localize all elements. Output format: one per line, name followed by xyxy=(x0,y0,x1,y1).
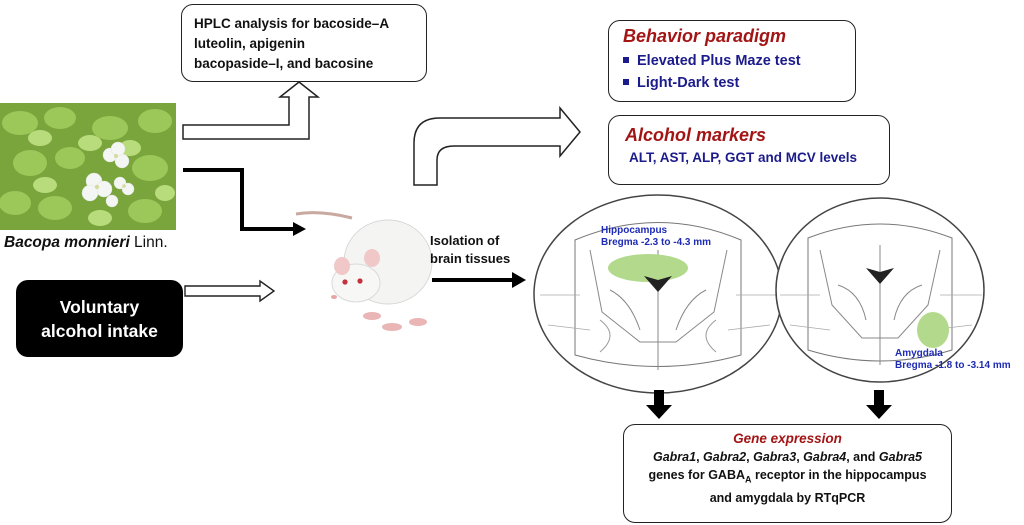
alcohol-markers-box: Alcohol markers ALT, AST, ALP, GGT and M… xyxy=(608,115,890,185)
behavior-item-label: Light-Dark test xyxy=(637,75,740,91)
amygdala-region xyxy=(917,312,949,348)
voluntary-line-2: alcohol intake xyxy=(41,320,158,341)
amygdala-line-1: Amygdala xyxy=(895,348,943,359)
bacopa-plant-image xyxy=(0,103,176,230)
hollow-arrow-to-tests xyxy=(413,105,581,186)
hplc-box: HPLC analysis for bacoside–A luteolin, a… xyxy=(181,4,427,82)
hplc-line-2: luteolin, apigenin xyxy=(194,36,305,51)
behavior-title: Behavior paradigm xyxy=(623,26,787,46)
behavior-paradigm-box: Behavior paradigm Elevated Plus Maze tes… xyxy=(608,20,856,102)
hplc-line-3: bacopaside–I, and bacosine xyxy=(194,56,374,71)
plant-name-italic: Bacopa monnieri xyxy=(4,234,130,251)
rat-image xyxy=(295,211,433,331)
gene-line-2: genes for GABAA receptor in the hippocam… xyxy=(648,468,927,485)
gene-name: Gabra5 xyxy=(878,450,922,464)
arrow-isolation-head xyxy=(512,272,526,288)
gene-name: Gabra4 xyxy=(803,450,847,464)
brain-section-hippocampus xyxy=(533,194,783,394)
hollow-arrow-voluntary-to-rat xyxy=(184,279,276,303)
down-arrow-right-shaft xyxy=(874,390,884,406)
gene-expression-box: Gene expression Gabra1, Gabra2, Gabra3, … xyxy=(623,424,952,523)
bullet-icon xyxy=(623,79,629,86)
hippocampus-line-1: Hippocampus xyxy=(601,225,668,236)
gene-name: Gabra1 xyxy=(653,450,697,464)
hplc-line-1: HPLC analysis for bacoside–A xyxy=(194,16,390,31)
down-arrow-right-head xyxy=(866,405,892,419)
plant-name-suffix: Linn. xyxy=(129,234,168,251)
hippocampus-line-2: Bregma -2.3 to -4.3 mm xyxy=(601,237,712,248)
arrow-plant-to-rat xyxy=(183,168,293,231)
behavior-item-epm: Elevated Plus Maze test xyxy=(623,50,841,72)
voluntary-alcohol-box: Voluntary alcohol intake xyxy=(16,280,183,357)
alcohol-markers-title: Alcohol markers xyxy=(625,125,767,145)
bullet-icon xyxy=(623,57,629,64)
arrow-plant-to-rat-head xyxy=(293,222,306,236)
gene-list: Gabra1, Gabra2, Gabra3, Gabra4, and Gabr… xyxy=(653,450,922,464)
brain-section-amygdala xyxy=(775,197,985,383)
behavior-item-ld: Light-Dark test xyxy=(623,72,841,94)
gene-name: Gabra3 xyxy=(753,450,797,464)
voluntary-line-1: Voluntary xyxy=(59,296,140,317)
plant-caption: Bacopa monnieri Linn. xyxy=(4,234,168,252)
isolation-line-1: Isolation of xyxy=(430,233,500,248)
hippocampus-label: Hippocampus Bregma -2.3 to -4.3 mm xyxy=(601,225,711,249)
down-arrow-left-head xyxy=(646,405,672,419)
gene-name: Gabra2 xyxy=(703,450,747,464)
amygdala-line-2: Bregma -1.8 to -3.14 mm xyxy=(895,360,1011,371)
hippocampus-region xyxy=(608,254,688,282)
alcohol-markers-text: ALT, AST, ALP, GGT and MCV levels xyxy=(629,150,858,165)
isolation-label: Isolation of brain tissues xyxy=(430,232,510,268)
isolation-line-2: brain tissues xyxy=(430,251,511,266)
gene-title: Gene expression xyxy=(733,431,842,446)
down-arrow-left-shaft xyxy=(654,390,664,406)
amygdala-label: Amygdala Bregma -1.8 to -3.14 mm xyxy=(895,348,1011,372)
gene-line-3: and amygdala by RTqPCR xyxy=(709,490,866,505)
hollow-arrow-to-hplc xyxy=(182,81,321,140)
behavior-item-label: Elevated Plus Maze test xyxy=(637,53,801,69)
